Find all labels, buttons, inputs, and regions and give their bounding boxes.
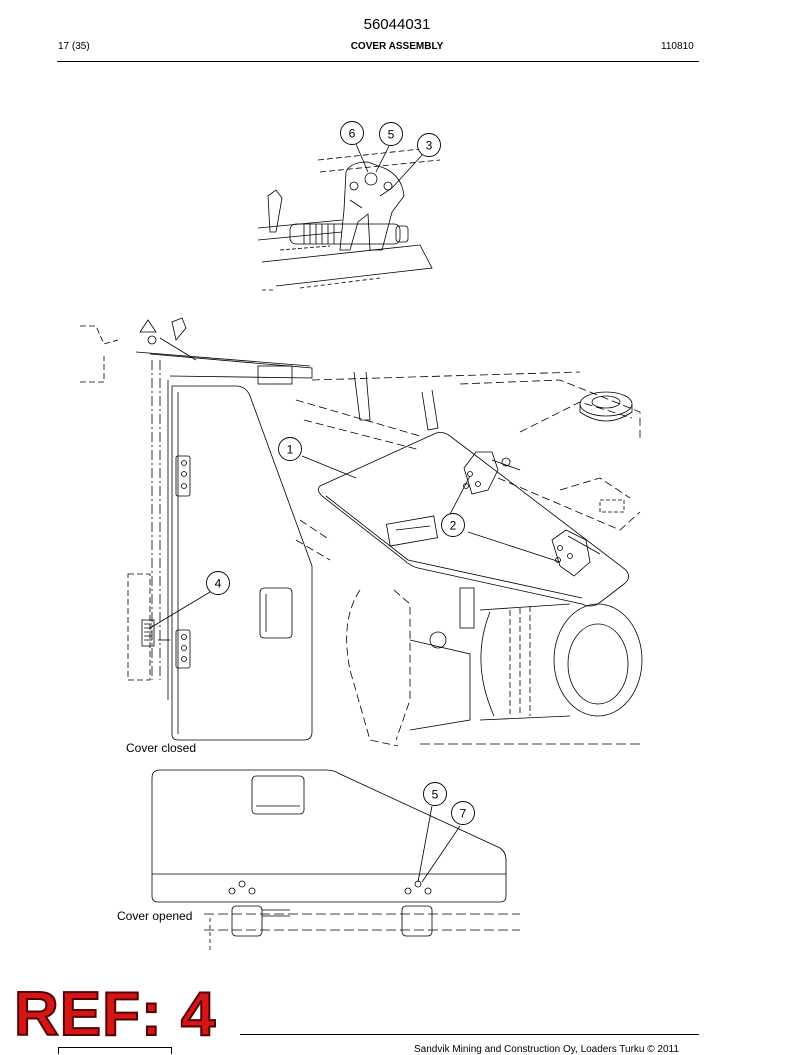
callout-5-bottom: 5 [423,782,447,806]
header-divider [57,61,699,62]
machine-isometric-view [295,371,643,747]
hinge-detail-view [257,147,441,291]
callout-label: 7 [460,807,467,821]
callout-label: 2 [450,519,457,533]
callout-label: 5 [432,788,439,802]
caption-cover-closed: Cover closed [126,741,197,755]
callout-6: 6 [340,121,364,145]
callout-label: 5 [388,128,395,142]
footer-logo-box [58,1047,172,1054]
page-title: COVER ASSEMBLY [350,41,444,52]
callout-1: 1 [278,437,302,461]
callout-5-top: 5 [379,122,403,146]
document-number: 56044031 [363,16,431,33]
callout-4: 4 [206,571,230,595]
callout-label: 3 [426,139,433,153]
callout-leaders-top [355,143,424,197]
callout-7: 7 [451,801,475,825]
callout-label: 4 [215,577,222,591]
ref-stamp: REF: 4 [13,980,217,1049]
callout-leaders-iso [301,455,561,563]
caption-cover-opened: Cover opened [117,909,193,923]
callout-leader-4 [149,591,211,629]
callout-label: 1 [287,443,294,457]
cover-opened-view [151,769,520,950]
copyright-text: Sandvik Mining and Construction Oy, Load… [414,1044,679,1055]
callout-3: 3 [417,133,441,157]
callout-leaders-bottom [417,805,461,883]
document-date: 110810 [661,41,694,52]
callout-2: 2 [441,513,465,537]
callout-label: 6 [349,127,356,141]
footer-divider [240,1034,699,1035]
page-number: 17 (35) [58,41,90,52]
